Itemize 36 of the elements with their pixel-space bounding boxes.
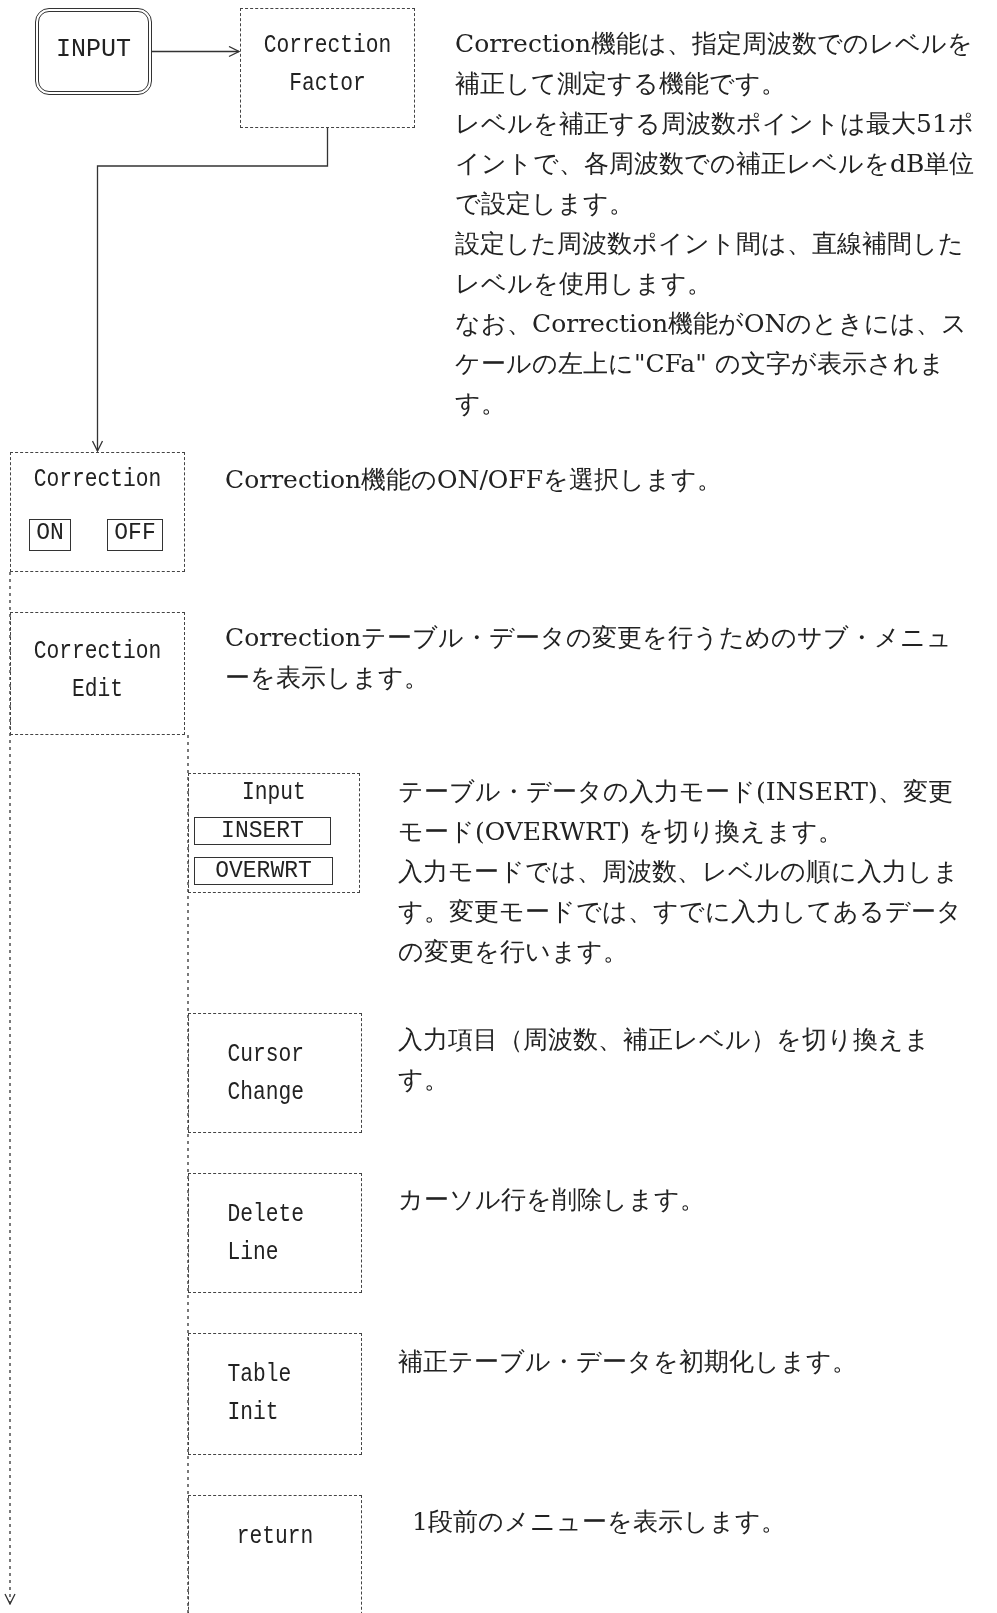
description-text: 入力項目（周波数、補正レベル）を切り換えます。 [398, 1024, 931, 1096]
key-box: ON [29, 519, 71, 551]
description-text: テーブル・データの入力モード(INSERT)、変更モード(OVERWRT) を切り換えます。 [398, 776, 954, 848]
box-label: return [235, 1521, 315, 1553]
box-label: Correction Factor [262, 30, 393, 100]
menu-box [188, 1333, 362, 1455]
description-text: なお、Correction機能がONのときには、スケールの左上に"CFa" の文字が表示されます。 [455, 308, 969, 420]
key-box: OVERWRT [194, 857, 333, 885]
key-box: INSERT [194, 817, 331, 845]
description-text: カーソル行を削除します。 [398, 1184, 706, 1216]
arrow [4, 571, 16, 1605]
description-text: 入力モードでは、周波数、レベルの順に入力します。変更モードでは、すでに入力してあるデータの変更を行います。 [398, 856, 963, 968]
description-text: Correctionテーブル・データの変更を行うためのサブ・メニューを表示します。 [225, 622, 954, 694]
menu-box [188, 773, 360, 893]
box-label: Cursor Change [226, 1039, 305, 1109]
description-text: Correction機能は、指定周波数でのレベルを補正して測定する機能です。 [455, 28, 975, 100]
menu-box [188, 1013, 362, 1133]
menu-box [188, 1173, 362, 1293]
box-label: Correction Edit [32, 636, 163, 706]
key-box: INPUT [35, 8, 152, 95]
box-label: Table Init [226, 1359, 293, 1429]
box-label: Delete Line [226, 1199, 305, 1269]
description-text: Correction機能のON/OFFを選択します。 [225, 464, 724, 496]
key-box: OFF [107, 519, 163, 551]
box-label: Input [241, 777, 307, 809]
menu-box [10, 612, 185, 735]
arrow [91, 127, 329, 452]
description-text: 1段前のメニューを表示します。 [412, 1506, 787, 1538]
arrow [151, 45, 240, 58]
menu-box [10, 452, 185, 572]
description-text: 補正テーブル・データを初期化します。 [398, 1346, 858, 1378]
menu-box [240, 8, 415, 128]
description-text: レベルを補正する周波数ポイントは最大51ポイントで、各周波数での補正レベルをdB単位で設定します。 [455, 108, 976, 220]
box-label: Correction [32, 464, 163, 496]
menu-box [188, 1495, 362, 1613]
description-text: 設定した周波数ポイント間は、直線補間したレベルを使用します。 [455, 228, 965, 300]
